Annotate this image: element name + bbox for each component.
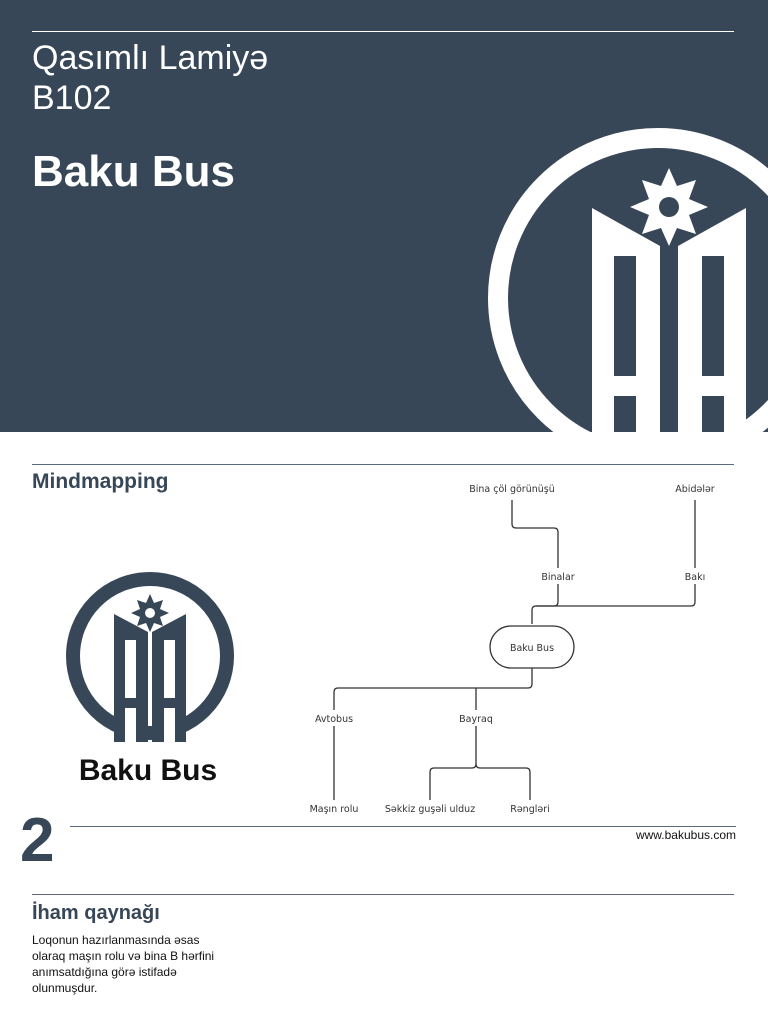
top-divider (32, 464, 734, 465)
node-binalar: Binalar (541, 572, 574, 583)
baku-bus-logo-icon (488, 128, 768, 432)
eight-point-star-icon (630, 168, 708, 246)
footer-divider (70, 826, 736, 827)
logo-wordmark: Baku Bus (79, 754, 217, 787)
author-name: Qasımlı Lamiyə (32, 39, 269, 77)
node-baki: Bakı (685, 572, 705, 583)
node-rengler: Rəngləri (510, 804, 550, 815)
mindmap-center-node (489, 625, 575, 669)
inspiration-text: Loqonun hazırlanmasında əsas olaraq maşı… (32, 933, 215, 995)
node-bina-col: Bina çöl görünüşü (469, 484, 555, 495)
mindmap-slide: Mindmapping Baku Bus (0, 432, 768, 1024)
mind-map: Baku Bus Bina çöl görünüşü Abidələr Bina… (310, 484, 715, 815)
cover-divider (32, 31, 734, 32)
website-link[interactable]: www.bakubus.com (635, 828, 736, 842)
inspiration-heading: İham qaynağı (32, 902, 160, 924)
cover-slide: Qasımlı Lamiyə B102 Baku Bus (0, 0, 768, 432)
node-sekkiz-ulduz: Səkkiz guşəli ulduz (385, 804, 475, 815)
node-abideler: Abidələr (675, 484, 715, 495)
node-avtobus: Avtobus (315, 714, 353, 725)
mindmap-center-label: Baku Bus (510, 643, 554, 654)
group-code: B102 (32, 79, 112, 117)
node-bayraq: Bayraq (459, 714, 493, 725)
section-divider (32, 894, 734, 895)
cover-title: Baku Bus (32, 147, 235, 196)
page-number: 2 (20, 806, 55, 875)
node-masin-rolu: Maşın rolu (310, 804, 359, 815)
baku-bus-wordmark-logo: Baku Bus (66, 572, 234, 787)
mindmap-heading: Mindmapping (32, 470, 169, 493)
eight-point-star-icon (131, 594, 169, 632)
